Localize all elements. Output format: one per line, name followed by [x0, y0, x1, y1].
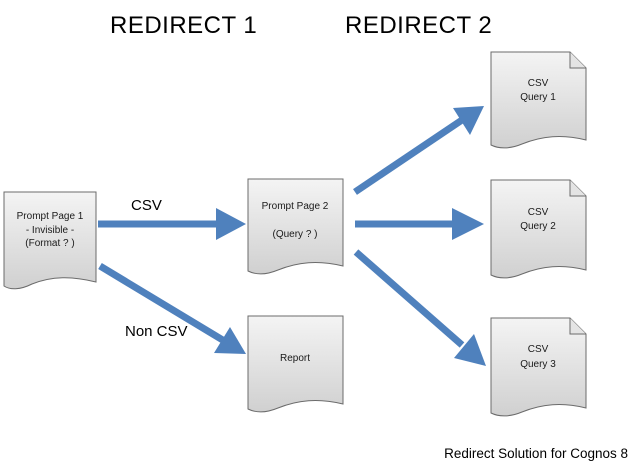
heading-redirect-1: REDIRECT 1: [110, 12, 257, 39]
arrow-prompt1-to-prompt2: [98, 208, 246, 240]
node-csv-query-3: CSV Query 3: [490, 317, 587, 417]
prompt-page-1-line-3: (Format ? ): [25, 238, 74, 249]
heading-redirect-2: REDIRECT 2: [345, 12, 492, 39]
csv-query-2-line-1: CSV: [528, 207, 549, 218]
csv-query-3-line-1: CSV: [528, 344, 549, 355]
arrow-prompt2-to-csv1: [353, 106, 484, 195]
csv-query-1-line-1: CSV: [528, 78, 549, 89]
footer-caption: Redirect Solution for Cognos 8: [444, 446, 628, 461]
prompt-page-2-line-2: (Query ? ): [272, 229, 317, 240]
arrow-prompt2-to-csv2: [355, 208, 484, 240]
edge-label-non-csv: Non CSV: [125, 323, 188, 340]
node-prompt-page-1: Prompt Page 1 - Invisible - (Format ? ): [3, 191, 97, 290]
prompt-page-1-line-1: Prompt Page 1: [17, 211, 84, 222]
arrow-prompt1-to-report: [98, 263, 246, 354]
node-csv-query-2: CSV Query 2: [490, 179, 587, 279]
csv-query-1-line-2: Query 1: [520, 92, 556, 103]
edge-label-csv: CSV: [131, 197, 162, 214]
prompt-page-1-line-2: - Invisible -: [26, 225, 74, 236]
node-report: Report: [247, 315, 344, 413]
report-label: Report: [280, 353, 310, 364]
prompt-page-2-line-1: Prompt Page 2: [262, 201, 329, 212]
node-prompt-page-2: Prompt Page 2 (Query ? ): [247, 178, 344, 275]
csv-query-3-line-2: Query 3: [520, 359, 556, 370]
node-csv-query-1: CSV Query 1: [490, 51, 587, 149]
arrow-prompt2-to-csv3: [353, 249, 486, 366]
csv-query-2-line-2: Query 2: [520, 221, 556, 232]
